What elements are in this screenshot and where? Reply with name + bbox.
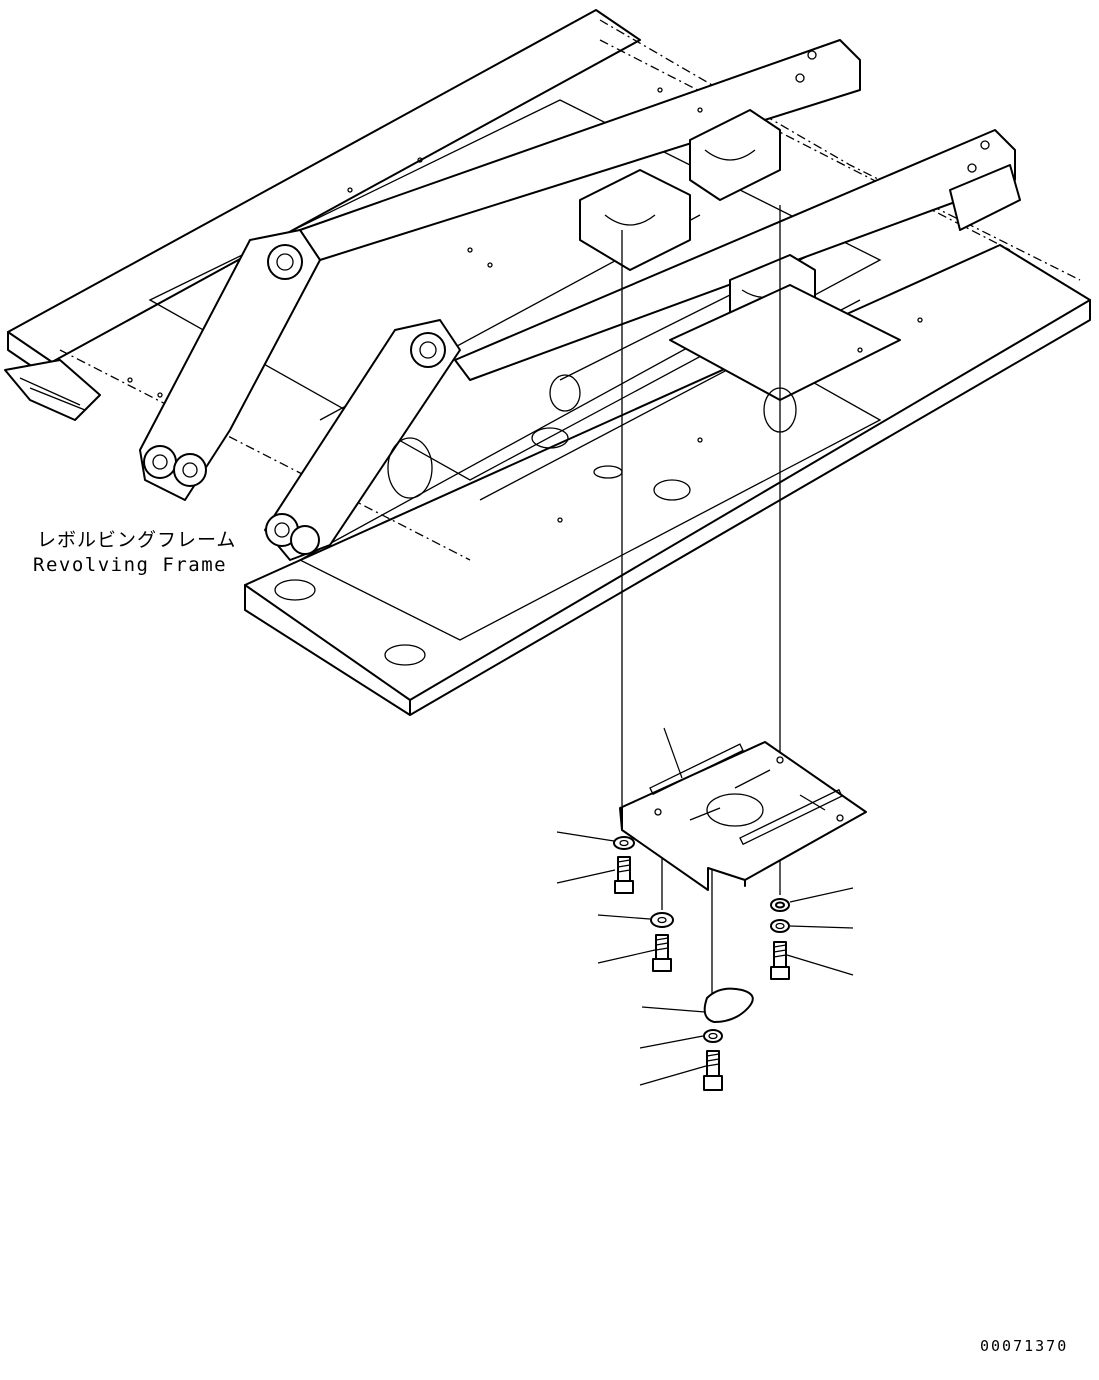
bolts bbox=[614, 856, 790, 1091]
drawing-number: 00071370 bbox=[980, 1337, 1069, 1355]
component-label-english: Revolving Frame bbox=[33, 554, 228, 576]
washers bbox=[613, 836, 790, 1043]
revolving-frame-outline bbox=[4, 9, 1091, 718]
leader-lines bbox=[556, 727, 854, 1086]
access-cover bbox=[703, 987, 754, 1023]
component-label-japanese: レボルビングフレーム bbox=[37, 529, 237, 551]
under-cover-plate bbox=[619, 741, 867, 891]
